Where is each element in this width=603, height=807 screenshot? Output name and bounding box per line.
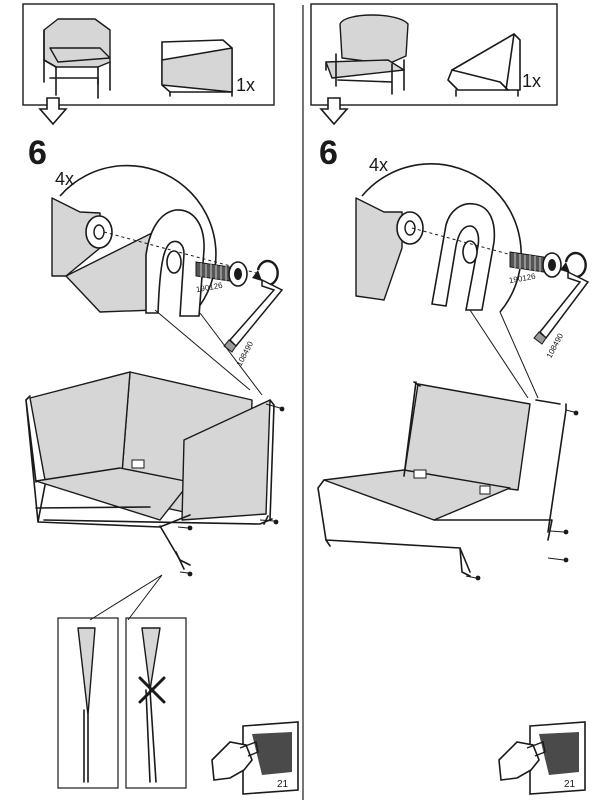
detail-zoom-circle — [51, 164, 284, 396]
allen-key-108490 — [223, 278, 284, 353]
page-turn-hand-icon — [211, 721, 299, 795]
sofa-assembly — [25, 371, 285, 621]
right-overview-box — [310, 3, 558, 106]
screw-190126 — [195, 261, 248, 287]
page-turn-hand-icon — [498, 721, 586, 795]
detail-zoom-circle — [355, 163, 590, 399]
chair-thumbnail — [325, 14, 409, 95]
part-quantity-label: 1x — [522, 71, 542, 91]
sofa-thumbnail — [43, 18, 111, 99]
tube-detail-wrong — [125, 617, 187, 789]
screw-190126 — [509, 251, 562, 278]
part-quantity-label: 1x — [236, 75, 256, 95]
step-number: 6 — [28, 134, 47, 172]
down-arrow-icon — [38, 97, 68, 126]
cross-icon — [138, 676, 166, 704]
side-panel-thumbnail — [161, 39, 233, 97]
chair-frame-thumbnail — [447, 33, 521, 97]
tube-detail-correct — [57, 617, 119, 789]
page-number: 21 — [277, 779, 289, 790]
chair-assembly — [317, 381, 579, 581]
allen-key-108490 — [533, 270, 590, 345]
screw-quantity-label: 4x — [369, 155, 389, 175]
step-number: 6 — [319, 134, 338, 172]
left-overview-box — [22, 3, 275, 106]
page-number: 21 — [564, 779, 576, 790]
screw-quantity-label: 4x — [55, 169, 75, 189]
down-arrow-icon — [319, 97, 349, 126]
